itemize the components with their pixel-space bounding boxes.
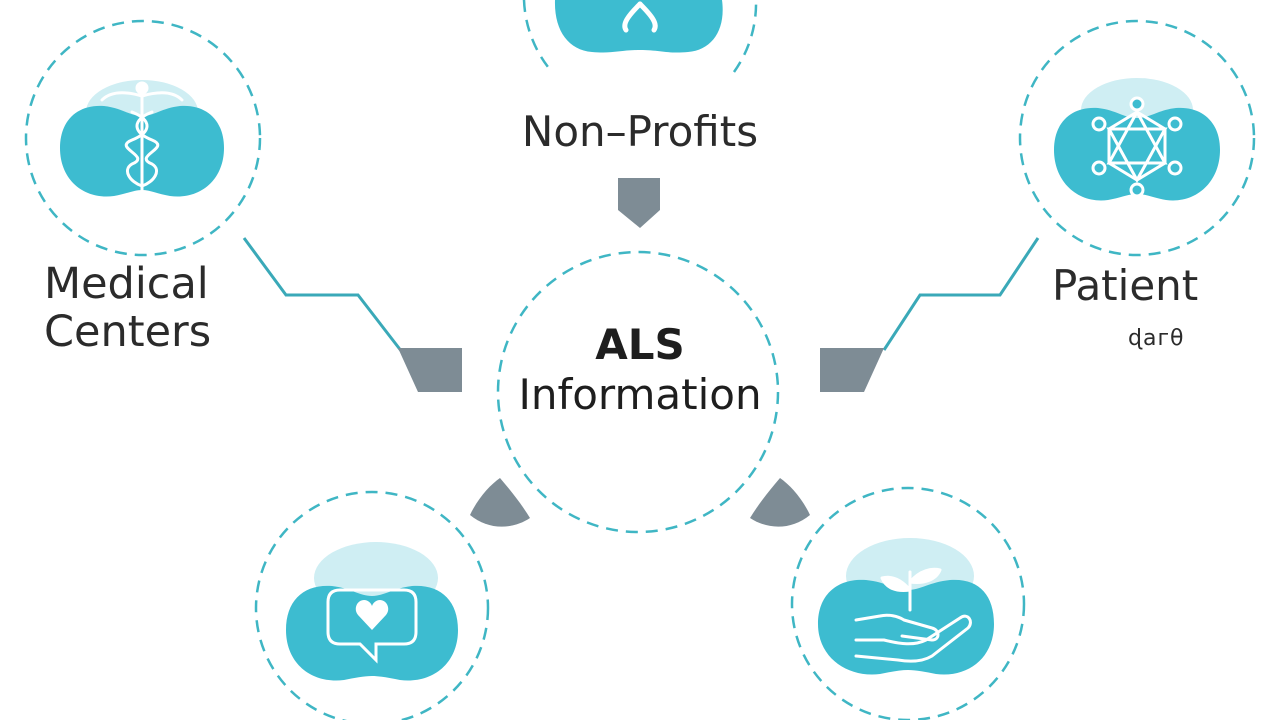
label-patient-sub: ɖагθ [1128,326,1185,352]
connector-patient [882,237,1040,351]
label-non-profits: Non–Profits [0,108,1280,155]
arrow-right [820,348,884,392]
heart-speech-bubble-icon [326,588,418,664]
hand-sprout-icon [854,567,972,663]
center-line1: ALS [595,320,685,369]
patient-line2: ɖагθ [1128,326,1185,351]
top-node-dashed-arc [522,0,758,73]
medical-line2: Centers [44,307,212,358]
research-node-blob [818,579,994,675]
arrow-bottom-right [750,478,810,527]
arrow-top [618,178,660,228]
patient-line1: Patient [1052,261,1199,310]
arrow-bottom-left [470,478,530,527]
arrow-left [398,348,462,392]
center-node-circle [496,250,780,534]
top-node-blob [554,0,723,53]
drop-icon [622,1,658,33]
center-line2: Information [518,370,762,420]
connector-medical [242,237,404,353]
label-patient: Patient [1052,262,1198,309]
caduceus-icon [100,81,184,196]
label-medical-centers: Medical Centers [44,260,211,356]
medical-line1: Medical [44,259,209,309]
patient-node-blob [1054,107,1220,201]
network-icon [1091,96,1183,198]
non-profits-text: Non–Profits [521,107,759,156]
center-title: ALS Information [490,320,790,421]
support-node-blob [286,585,458,681]
